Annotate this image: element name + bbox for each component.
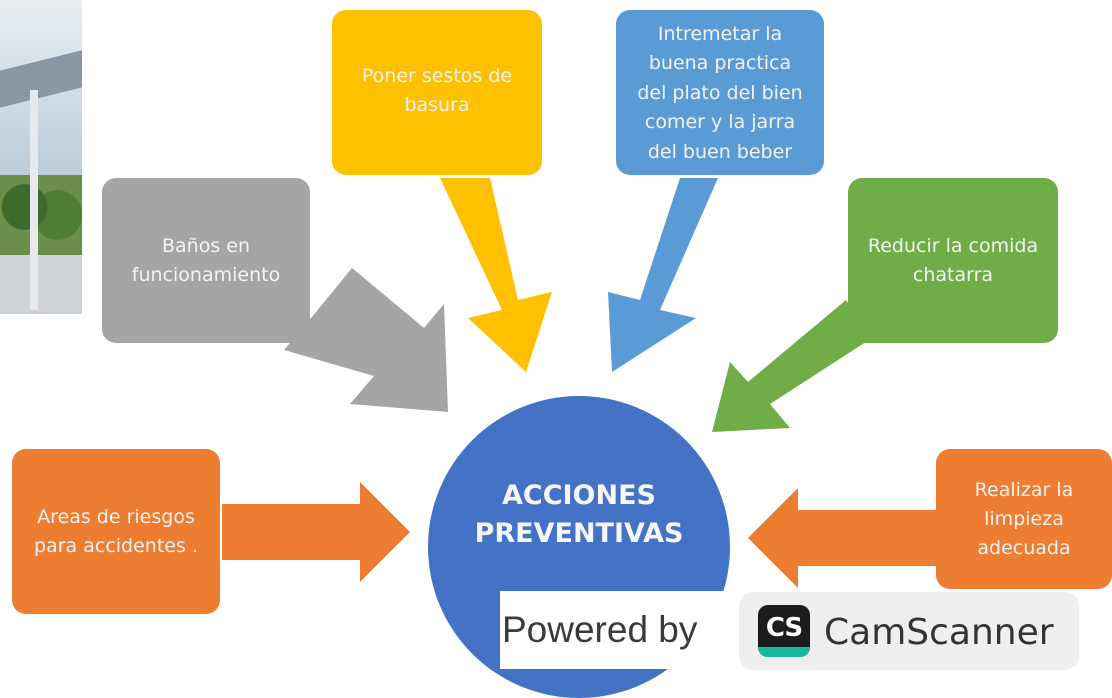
box-areas-riesgo: Areas de riesgos para accidentes . [12, 449, 220, 614]
arrow-orange-left [222, 482, 410, 582]
camscanner-logo-icon: CS [758, 605, 810, 657]
box-banos: Baños en funcionamiento [102, 178, 310, 343]
watermark-brand: CamScanner [824, 612, 1054, 653]
arrow-yellow [440, 178, 552, 372]
box-comida-chatarra: Reducir la comida chatarra [848, 178, 1058, 343]
box-plato-jarra: Intremetar la buena practica del plato d… [616, 10, 824, 175]
arrows-layer [222, 178, 936, 588]
arrow-gray [284, 268, 448, 412]
arrow-orange-right [748, 488, 936, 588]
arrow-green [712, 300, 872, 432]
box-limpieza: Realizar la limpieza adecuada [936, 449, 1112, 589]
box-basura: Poner sestos de basura [332, 10, 542, 175]
watermark-background [500, 591, 742, 669]
center-label: ACCIONES PREVENTIVAS [474, 480, 684, 549]
arrow-blue [608, 178, 718, 372]
building-photo [0, 0, 82, 314]
watermark-powered-by: Powered by [502, 609, 698, 650]
logo-text: CS [765, 613, 803, 643]
